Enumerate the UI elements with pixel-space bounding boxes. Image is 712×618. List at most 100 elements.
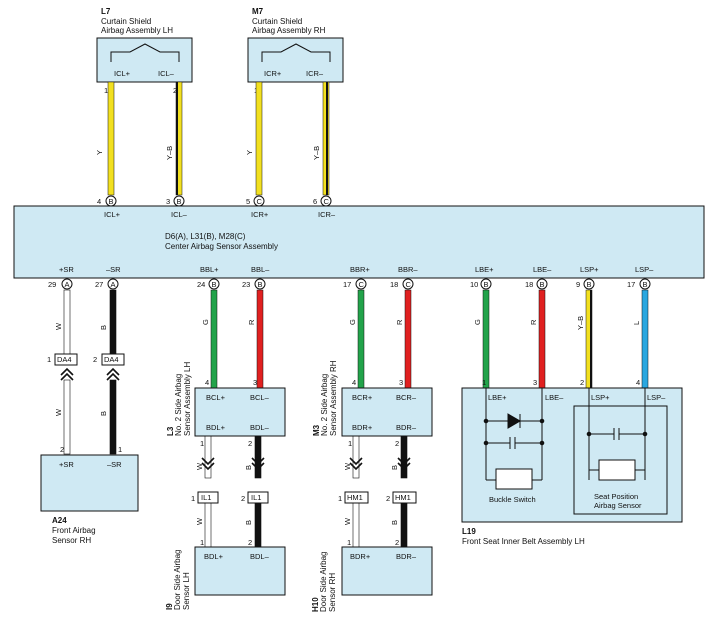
m3-pin-num: 4	[352, 378, 356, 387]
l7-pin2-label: ICL–	[158, 69, 175, 78]
m7-pin2-label: ICR–	[306, 69, 324, 78]
bottom-pin-bbr-minus: 18 C	[390, 278, 414, 290]
connector-letter: B	[643, 280, 648, 289]
il1-left-label: IL1	[201, 493, 211, 502]
chevron-icon	[397, 462, 411, 471]
m7-pin1-label: ICR+	[264, 69, 282, 78]
connector-letter: A	[65, 280, 70, 289]
l7-box	[96, 37, 193, 83]
l3-pin-num: 3	[253, 378, 257, 387]
hm1-right-label: HM1	[395, 493, 411, 502]
chevron-icon	[201, 457, 215, 466]
chevron-icon	[251, 462, 265, 471]
connector-letter: C	[257, 197, 263, 206]
chevron-icon	[251, 457, 265, 466]
l19-pin-num: 4	[636, 378, 640, 387]
l3-pin-label: BDL–	[250, 423, 270, 432]
top-wires: Y Y–B Y Y–B	[95, 81, 330, 196]
m7-box	[247, 37, 344, 83]
wire-lbe-plus	[482, 289, 490, 389]
pin-num: 10	[470, 280, 478, 289]
bottom-pin-lbe-minus: 18 B	[525, 278, 548, 290]
wire-label-bbl-minus: R	[247, 319, 256, 325]
bottom-pin-sr-plus: 29 A	[48, 278, 73, 290]
l3-pin-label: BCL–	[250, 393, 270, 402]
m3-side-airbag-sensor-rh: 4 3 BCR+ BCR– BDR+ BDR– 1 2 M3 No. 2 Sid…	[312, 360, 433, 448]
i9-pin2-label: BDL–	[250, 552, 270, 561]
il1-connector: 1 IL1 2 IL1	[191, 457, 269, 504]
wire-bdr-minus-lower	[400, 502, 408, 548]
wire-bdr-plus-lower	[352, 502, 360, 548]
m3-pin-label: BDR–	[396, 423, 417, 432]
wire-bdr-minus-upper	[400, 429, 408, 479]
l3-side-airbag-sensor-lh: 4 3 BCL+ BCL– BDL+ BDL– 1 2 L3 No. 2 Sid…	[166, 362, 286, 448]
h10-pin2-num: 2	[395, 538, 399, 547]
hm1-connector: 1 HM1 2 HM1	[338, 457, 417, 504]
a24-pin2-label: –SR	[107, 460, 122, 469]
l3-name-line1: No. 2 Side Airbag	[174, 374, 183, 436]
da4-left-label: DA4	[57, 355, 72, 364]
wire-label-bdr-plus: W	[343, 462, 352, 470]
wire-sr-minus-lower	[109, 379, 117, 455]
wire-bbl-plus	[210, 289, 218, 389]
connector-circle	[107, 278, 119, 290]
m3-pin-label: BCR–	[396, 393, 417, 402]
m3-pin-num: 3	[399, 378, 403, 387]
m3-pin-label: BDR+	[352, 423, 373, 432]
center-top-pin-icr-plus: 5 C ICR+	[246, 195, 269, 219]
pin-num: 27	[95, 280, 103, 289]
l7-pin1-num: 1	[104, 86, 108, 95]
connector-letter: B	[540, 280, 545, 289]
h10-name-line1: Door Side Airbag	[319, 552, 328, 612]
wire-icr-minus	[322, 81, 330, 196]
wire-label-sr-plus: W	[54, 322, 63, 330]
wire-label-bdr-plus-lower: W	[343, 517, 352, 525]
buckle-switch-label: Buckle Switch	[489, 495, 536, 504]
l19-pin-label: LBE–	[545, 393, 564, 402]
pin-num: 23	[242, 280, 250, 289]
a24-front-airbag-sensor-rh: 2 1 +SR –SR A24 Front Airbag Sensor RH	[40, 445, 139, 545]
connector-circle	[173, 195, 185, 207]
chevron-icon	[349, 457, 363, 466]
pin-num: 29	[48, 280, 56, 289]
wire-label-bdr-minus-lower: B	[390, 520, 399, 525]
bottom-pin-sr-minus: 27 A	[95, 278, 119, 290]
connector-circle	[208, 278, 220, 290]
l19-pin-label: LSP+	[591, 393, 610, 402]
da4-left-box	[54, 353, 78, 366]
connector-letter: B	[587, 280, 592, 289]
pin-num: 18	[390, 280, 398, 289]
l7-pin2-num: 2	[173, 86, 177, 95]
pin-label-sr-plus: +SR	[59, 265, 74, 274]
m3-pin-label: BCR+	[352, 393, 373, 402]
il1-right-box	[247, 491, 269, 504]
m3-pin-num: 2	[395, 439, 399, 448]
a24-pin1-label: +SR	[59, 460, 74, 469]
l19-name: Front Seat Inner Belt Assembly LH	[462, 537, 585, 546]
wire-label-bdr-minus: B	[390, 465, 399, 470]
center-top-pin-icl-plus: 4 B ICL+	[97, 195, 121, 219]
wire-icr-plus	[255, 81, 263, 196]
wire-icl-plus	[107, 81, 115, 196]
a24-name-line2: Sensor RH	[52, 536, 91, 545]
connector-circle	[583, 278, 595, 290]
wire-bdl-minus-upper	[254, 429, 262, 479]
l7-curtain-shield-airbag-lh: L7 Curtain Shield Airbag Assembly LH ICL…	[96, 7, 193, 95]
connector-circle	[402, 278, 414, 290]
wire-label-bdl-minus: B	[244, 465, 253, 470]
pin-label-lbe-plus: LBE+	[475, 265, 494, 274]
pin-num: 6	[313, 197, 317, 206]
wire-lsp-minus	[641, 289, 649, 389]
pin-num: 3	[166, 197, 170, 206]
connector-circle	[536, 278, 548, 290]
chevron-icon	[106, 372, 120, 381]
i9-name-line2: Sensor LH	[182, 572, 191, 610]
connector-letter: B	[212, 280, 217, 289]
pin-label-lsp-minus: LSP–	[635, 265, 654, 274]
wire-label-icr-minus: Y–B	[312, 146, 321, 160]
wire-label-bbl-plus: G	[201, 319, 210, 325]
wire-bbl-minus	[256, 289, 264, 389]
l3-pin-num: 1	[200, 439, 204, 448]
wire-label-bbr-minus: R	[395, 319, 404, 325]
hm1-left-pin: 1	[338, 494, 342, 503]
